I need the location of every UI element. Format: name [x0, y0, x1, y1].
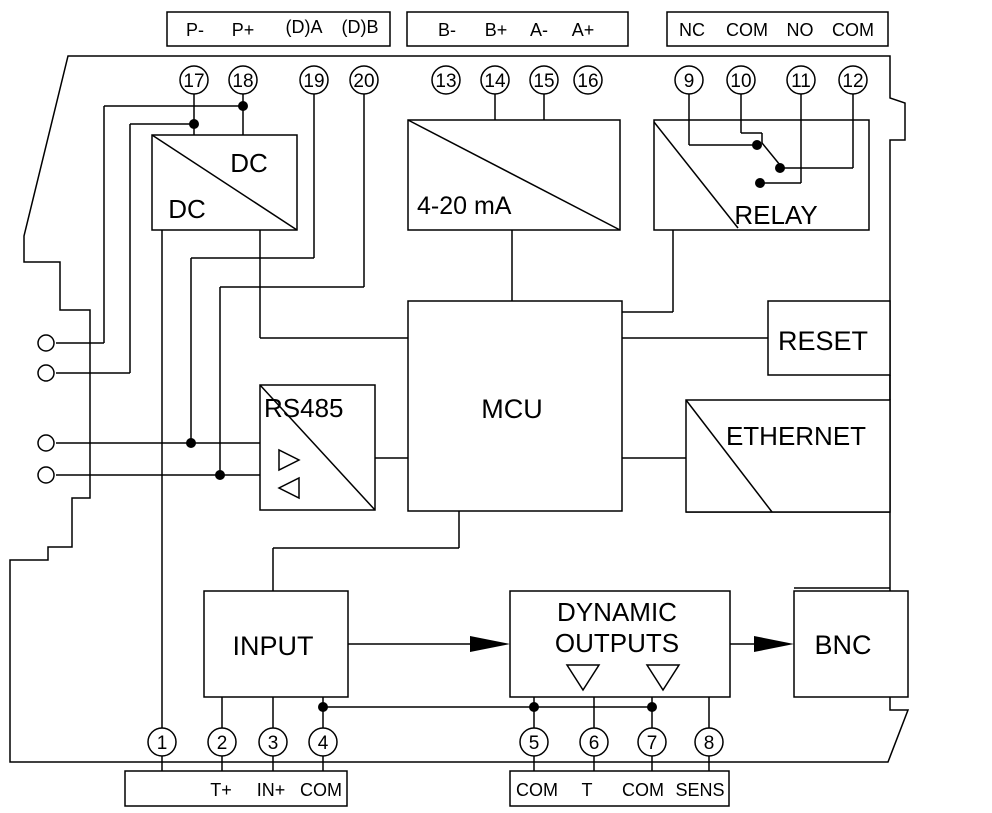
mcu-block	[407, 300, 623, 512]
terminal-strip-bottom-left	[124, 770, 348, 807]
pin-4: 4	[318, 733, 329, 754]
ethernet-label: ETHERNET	[726, 421, 866, 451]
ethernet-block	[685, 399, 891, 513]
rs485-rx-triangle-icon	[277, 476, 300, 500]
pin-10: 10	[730, 71, 751, 92]
pin-17: 17	[183, 71, 204, 92]
signal-arrows	[348, 636, 794, 652]
dcdc-label-output: DC	[230, 148, 268, 178]
terminal-strip-top-right	[666, 11, 889, 47]
terminal-label-b-plus: B+	[485, 20, 508, 40]
terminal-label-com-7: COM	[622, 780, 664, 800]
terminal-label-a-minus: A-	[530, 20, 548, 40]
pin-7: 7	[647, 733, 658, 754]
reset-block	[767, 300, 891, 376]
pin-3: 3	[268, 733, 279, 754]
terminal-label-b-minus: B-	[438, 20, 456, 40]
pin-19: 19	[303, 71, 324, 92]
dynamic-output-com-triangle-icon	[645, 664, 681, 692]
bnc-label: BNC	[814, 630, 871, 660]
terminal-strip-bottom-right	[509, 770, 730, 807]
terminal-strip-top-mid	[406, 11, 629, 47]
terminal-label-da: (D)A	[286, 17, 323, 37]
terminal-label-com-10: COM	[726, 20, 768, 40]
pin-14: 14	[484, 71, 506, 92]
terminal-label-p-plus: P+	[232, 20, 255, 40]
pin-20: 20	[353, 71, 374, 92]
relay-contacts	[688, 120, 854, 188]
reset-label: RESET	[778, 326, 868, 356]
pin-16: 16	[577, 71, 598, 92]
mcu-label: MCU	[481, 394, 543, 424]
dynamic-outputs-label-line2: OUTPUTS	[555, 628, 679, 658]
dynamic-outputs-block	[509, 590, 731, 698]
arrow-dynamic-to-bnc	[754, 636, 794, 652]
terminal-label-in-plus: IN+	[257, 780, 286, 800]
terminal-label-com-4: COM	[300, 780, 342, 800]
side-connectors	[37, 334, 55, 484]
pin-leads	[161, 756, 710, 771]
dynamic-output-t-triangle-icon	[565, 664, 601, 692]
input-label: INPUT	[233, 631, 314, 661]
terminal-label-no: NO	[787, 20, 814, 40]
terminal-label-a-plus: A+	[572, 20, 595, 40]
relay-label: RELAY	[734, 200, 817, 230]
terminal-label-db: (D)B	[342, 17, 379, 37]
terminal-label-nc: NC	[679, 20, 705, 40]
pin-5: 5	[529, 733, 540, 754]
terminal-label-p-minus: P-	[186, 20, 204, 40]
pin-2: 2	[217, 733, 228, 754]
arrow-input-to-dynamic	[470, 636, 510, 652]
pin-1: 1	[157, 733, 168, 754]
terminal-strip-top-left	[166, 11, 391, 47]
terminal-label-t: T	[582, 780, 593, 800]
terminal-label-sens: SENS	[675, 780, 724, 800]
pin-15: 15	[533, 71, 554, 92]
terminal-label-t-plus: T+	[210, 780, 232, 800]
current-output-label: 4-20 mA	[417, 192, 512, 220]
pin-18: 18	[232, 71, 253, 92]
pin-6: 6	[589, 733, 600, 754]
dynamic-outputs-label-line1: DYNAMIC	[557, 597, 677, 627]
pin-8: 8	[704, 733, 715, 754]
rs485-label: RS485	[264, 393, 344, 423]
input-block	[203, 590, 349, 698]
terminal-label-com-5: COM	[516, 780, 558, 800]
housing-outline	[9, 55, 910, 763]
pin-13: 13	[435, 71, 456, 92]
bnc-block	[793, 590, 909, 698]
pin-9: 9	[684, 71, 695, 92]
dcdc-label-input: DC	[168, 194, 206, 224]
rs485-tx-triangle-icon	[278, 448, 301, 472]
pin-12: 12	[842, 71, 863, 92]
terminal-label-com-12: COM	[832, 20, 874, 40]
pin-circles	[147, 65, 868, 757]
pin-11: 11	[791, 71, 811, 92]
